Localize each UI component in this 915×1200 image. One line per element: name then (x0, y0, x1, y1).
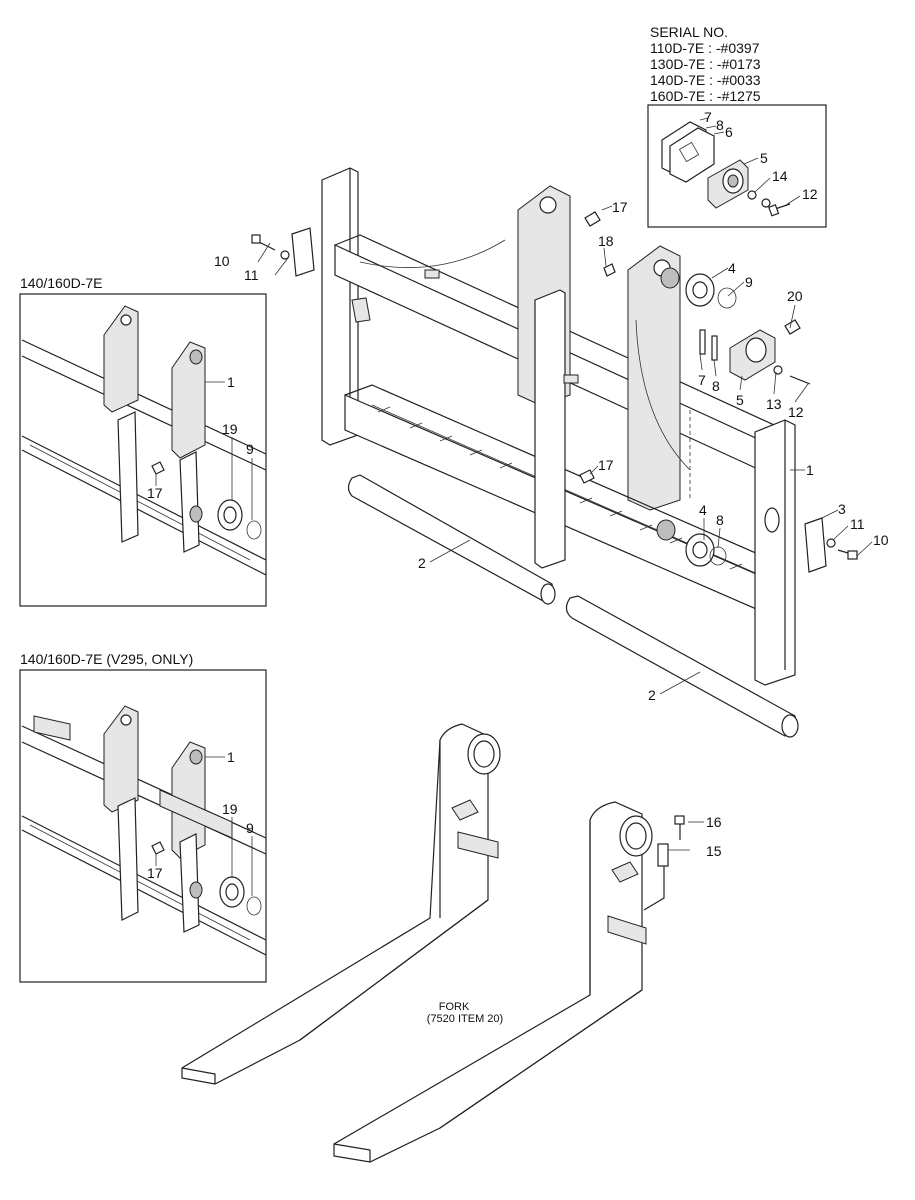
callout-17-mid: 17 (598, 457, 614, 473)
callout-17-inset1: 17 (147, 485, 163, 501)
callout-7-main: 7 (698, 372, 706, 388)
serial-heading: SERIAL NO. (650, 24, 728, 40)
callout-8-detail: 8 (716, 117, 724, 133)
callout-9-inset1: 9 (246, 441, 254, 457)
callout-19-inset2: 19 (222, 801, 238, 817)
callout-11-main: 11 (244, 267, 259, 283)
fork-right (333, 801, 704, 1163)
fork-note-line-2: (7520 ITEM 20) (427, 1013, 503, 1025)
inset-2-title: 140/160D-7E (V295, ONLY) (20, 651, 193, 667)
serial-number-block: SERIAL NO. 110D-7E : -#0397 130D-7E : -#… (650, 24, 761, 104)
callout-12-detail: 12 (802, 186, 818, 202)
fork-shafts (347, 474, 799, 738)
callout-8-main: 8 (712, 378, 720, 394)
serial-line-2: 130D-7E : -#0173 (650, 56, 761, 72)
callout-8-lower: 8 (716, 512, 724, 528)
callout-4-top: 4 (728, 260, 736, 276)
callout-18: 18 (598, 233, 614, 249)
callout-1-main: 1 (806, 462, 814, 478)
callout-15: 15 (706, 843, 722, 859)
callout-14-detail: 14 (772, 168, 788, 184)
callout-3: 3 (838, 501, 846, 517)
callout-5-detail: 5 (760, 150, 768, 166)
fork-left (181, 723, 501, 1085)
serial-line-1: 110D-7E : -#0397 (650, 40, 760, 56)
serial-detail-box (647, 104, 827, 228)
callout-16: 16 (706, 814, 722, 830)
callout-5-main: 5 (736, 392, 744, 408)
callout-19-inset1: 19 (222, 421, 238, 437)
main-callouts (257, 205, 873, 695)
callout-9-main: 9 (745, 274, 753, 290)
callout-2-lower: 2 (648, 687, 656, 703)
callout-10-right: 10 (873, 532, 889, 548)
inset-2-box (19, 669, 267, 983)
callout-9-inset2: 9 (246, 820, 254, 836)
callout-11-right: 11 (850, 516, 865, 532)
serial-line-4: 160D-7E : -#1275 (650, 88, 761, 104)
fork-note-line-1: FORK (439, 1001, 470, 1013)
carriage-assembly (251, 167, 859, 686)
callout-17-inset2: 17 (147, 865, 163, 881)
callout-1-inset2: 1 (227, 749, 235, 765)
callout-2-upper: 2 (418, 555, 426, 571)
callout-13: 13 (766, 396, 782, 412)
callout-20: 20 (787, 288, 803, 304)
inset-1-title: 140/160D-7E (20, 275, 103, 291)
callout-10-main: 10 (214, 253, 230, 269)
serial-line-3: 140D-7E : -#0033 (650, 72, 761, 88)
callout-17-top: 17 (612, 199, 628, 215)
callout-6-detail: 6 (725, 124, 733, 140)
callout-7-detail: 7 (704, 109, 712, 125)
callout-4-lower: 4 (699, 502, 707, 518)
inset-1-box (19, 293, 267, 607)
callout-12-main: 12 (788, 404, 804, 420)
callout-1-inset1: 1 (227, 374, 235, 390)
